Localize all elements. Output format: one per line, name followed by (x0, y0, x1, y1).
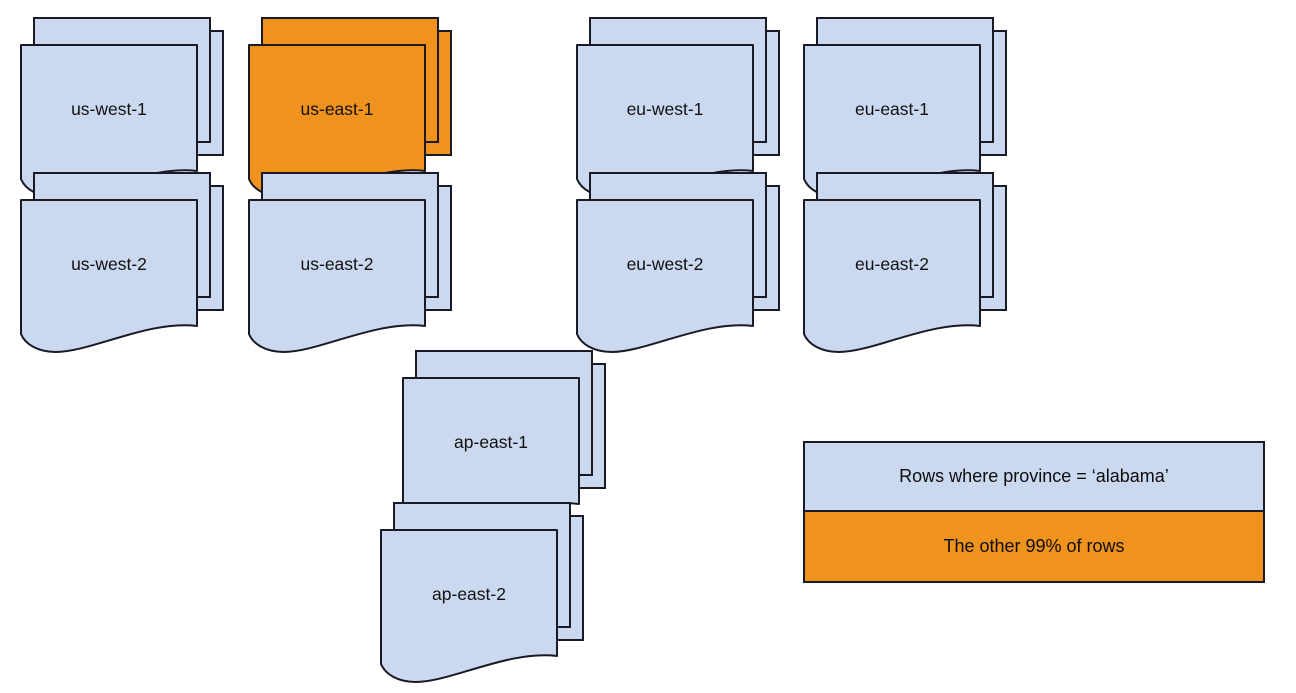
document-stack-us-east-1[interactable]: us-east-1 (248, 17, 456, 208)
stack-shape (380, 502, 584, 683)
stack-shape (576, 172, 780, 353)
document-stack-ap-east-2[interactable]: ap-east-2 (380, 502, 588, 693)
stack-shape (20, 17, 224, 198)
document-stack-us-west-1[interactable]: us-west-1 (20, 17, 228, 208)
stack-shape (803, 17, 1007, 198)
stack-front-sheet (803, 199, 981, 353)
stack-shape (576, 17, 780, 198)
stack-front-sheet (248, 199, 426, 353)
document-stack-us-east-2[interactable]: us-east-2 (248, 172, 456, 363)
stack-shape (803, 172, 1007, 353)
stack-front-sheet (20, 199, 198, 353)
stack-shape (248, 17, 452, 198)
legend-row-blue: Rows where province = ‘alabama’ (805, 443, 1263, 512)
legend: Rows where province = ‘alabama’ The other… (803, 441, 1265, 583)
stack-shape (248, 172, 452, 353)
legend-row-orange: The other 99% of rows (805, 512, 1263, 581)
document-stack-us-west-2[interactable]: us-west-2 (20, 172, 228, 363)
legend-row-label: Rows where province = ‘alabama’ (899, 466, 1169, 486)
legend-row-label: The other 99% of rows (943, 536, 1125, 556)
stack-shape (20, 172, 224, 353)
stack-front-sheet (380, 529, 558, 683)
document-stack-eu-west-2[interactable]: eu-west-2 (576, 172, 784, 363)
stack-front-sheet (576, 199, 754, 353)
document-stack-eu-east-2[interactable]: eu-east-2 (803, 172, 1011, 363)
document-stack-eu-west-1[interactable]: eu-west-1 (576, 17, 784, 208)
